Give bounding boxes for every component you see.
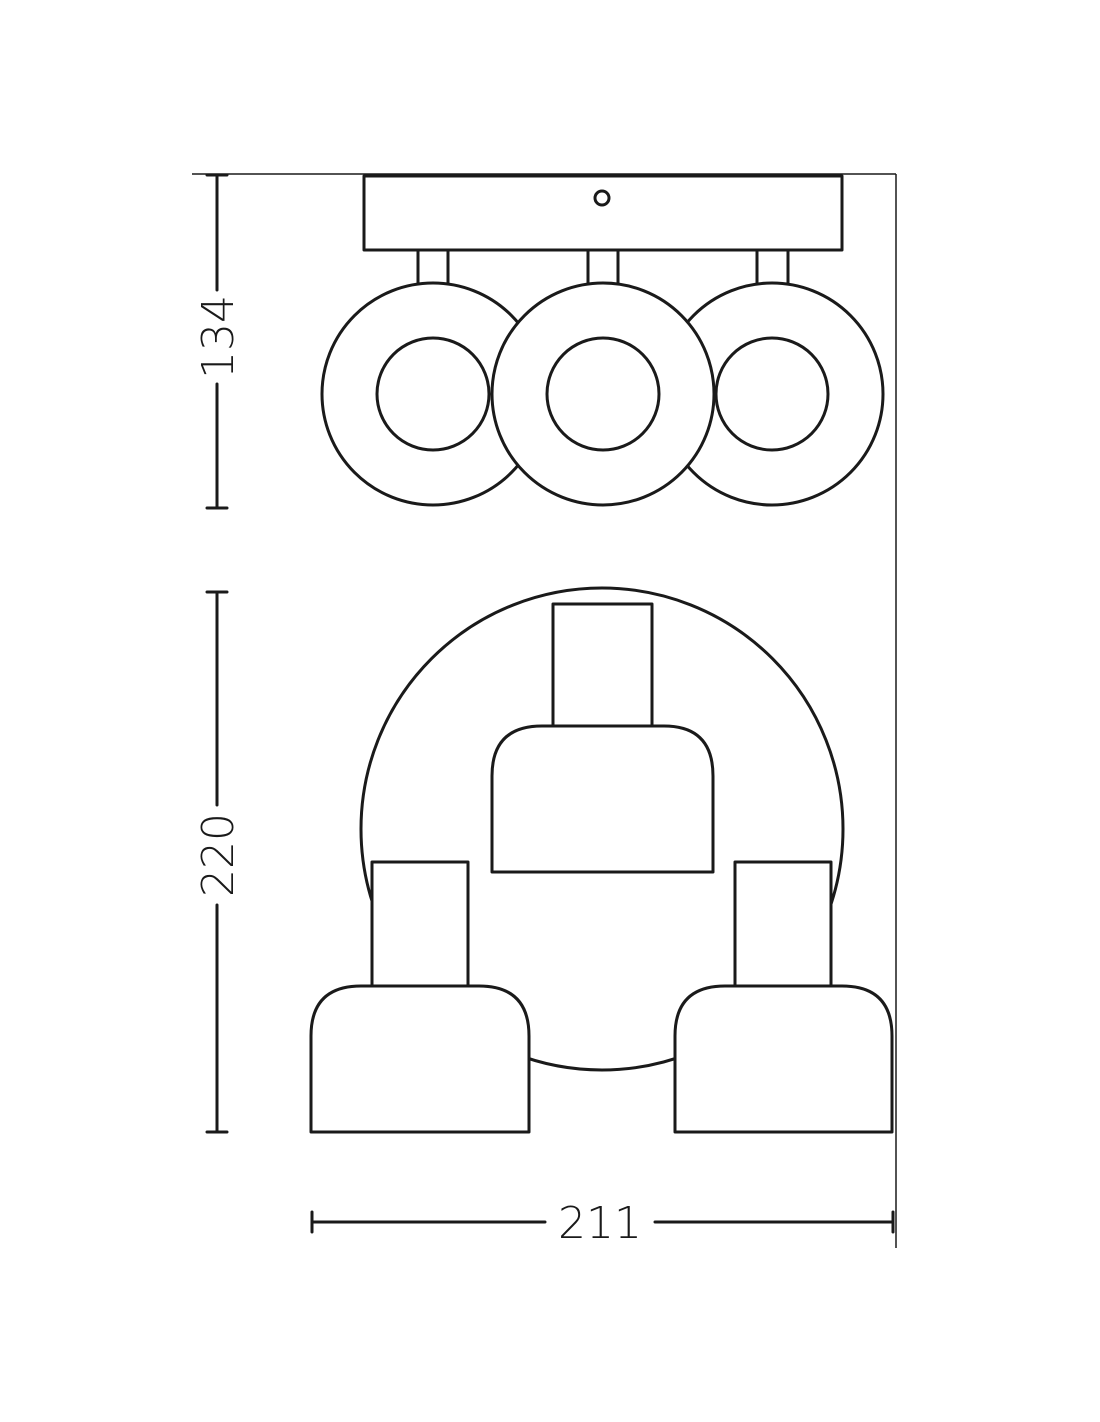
dim-211-label: 211 xyxy=(558,1198,642,1249)
mounting-plate xyxy=(362,174,844,252)
right-spot-head xyxy=(673,984,894,1134)
dim-220-label: 220 xyxy=(193,813,244,897)
stem-center xyxy=(586,248,620,286)
spot-ring-center xyxy=(490,281,716,507)
spot-lens-right xyxy=(714,336,830,452)
top-spot-neck xyxy=(551,602,654,728)
top-spot-head xyxy=(490,724,715,874)
dimension-height-top: 220 xyxy=(193,590,244,1134)
right-spot-neck xyxy=(733,860,833,988)
spot-lens-center xyxy=(545,336,661,452)
left-spot-neck xyxy=(370,860,470,988)
dimension-width: 211 xyxy=(310,1198,895,1249)
stem-left xyxy=(416,248,450,286)
mounting-screw-hole xyxy=(593,189,611,207)
top-view xyxy=(309,586,894,1134)
dimension-height-front: 134 xyxy=(193,173,244,510)
left-spot-head xyxy=(309,984,531,1134)
front-view xyxy=(320,174,885,507)
spot-lens-left xyxy=(375,336,491,452)
stem-right xyxy=(755,248,790,286)
dim-134-label: 134 xyxy=(193,295,244,379)
